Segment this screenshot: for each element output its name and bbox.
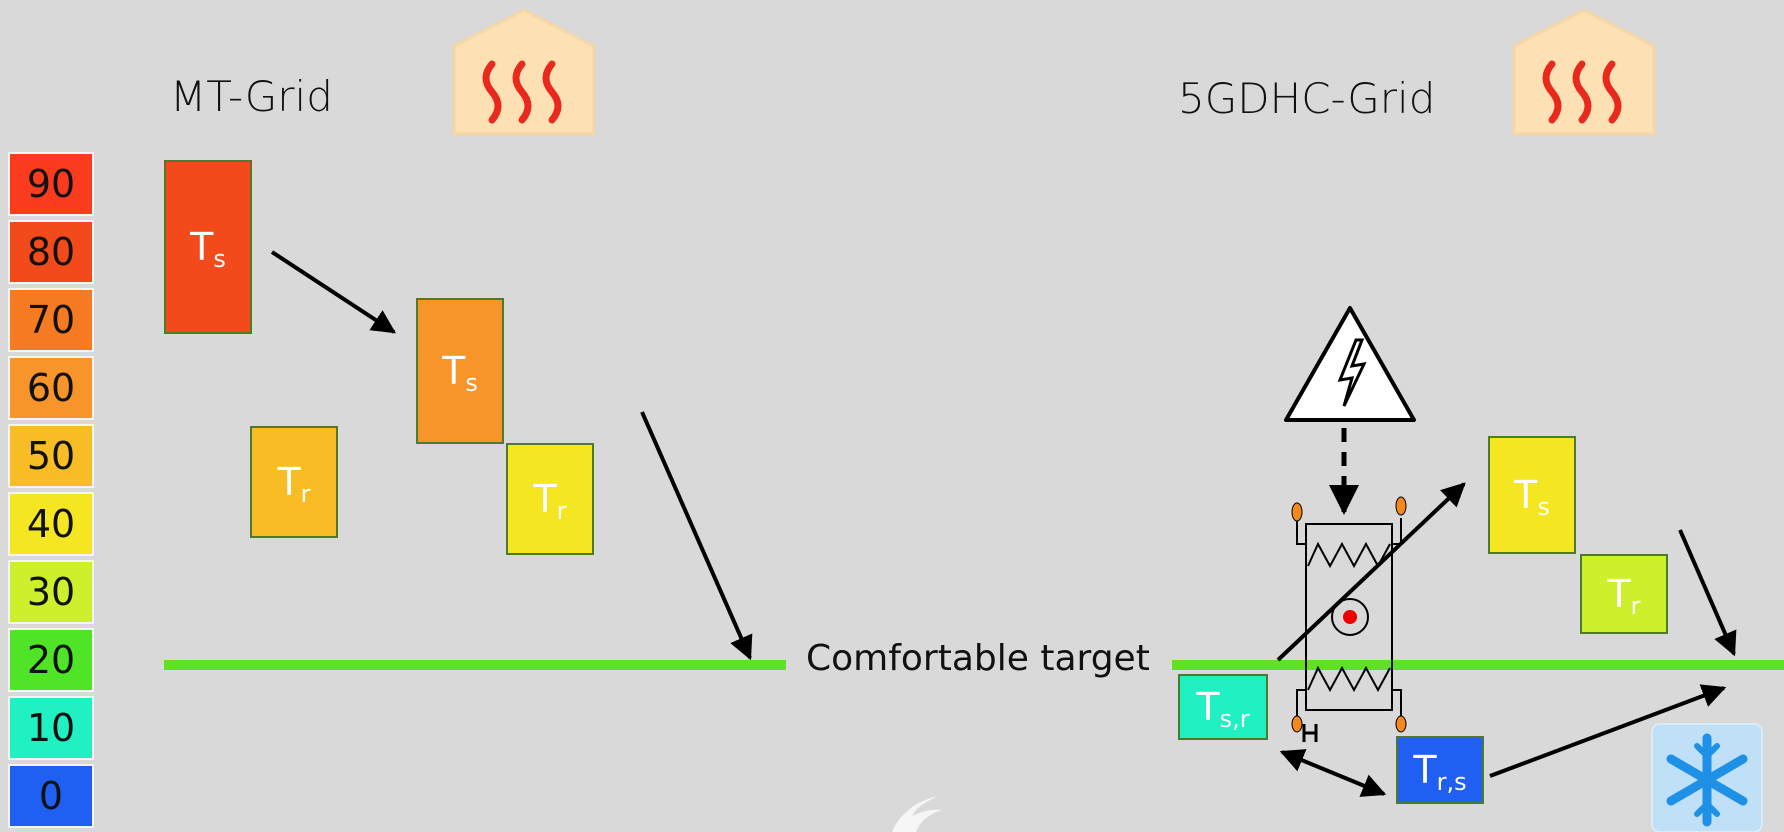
heat-pump-icon <box>1291 496 1407 742</box>
scale-cell-60: 60 <box>8 356 94 420</box>
box-main-label: T <box>190 225 214 269</box>
flow-arrow <box>1276 482 1466 662</box>
house-heat-icon <box>1512 8 1656 136</box>
box-sub-label: r <box>556 497 567 525</box>
mt-grid-title: MT-Grid <box>170 72 333 121</box>
box-main-label: T <box>1514 473 1538 517</box>
target-line-left <box>164 660 786 670</box>
scale-label: 80 <box>26 230 76 274</box>
temperature-scale: 90 80 70 60 50 40 30 20 10 0 <box>8 152 94 832</box>
flow-arrow <box>1678 529 1737 657</box>
scale-label: 40 <box>26 502 76 546</box>
box-main-label: T <box>1196 685 1220 729</box>
high-voltage-icon <box>1284 306 1416 422</box>
scale-cell-20: 20 <box>8 628 94 692</box>
flow-arrow <box>270 250 397 334</box>
box-sub-label: r <box>1630 592 1641 620</box>
box-main-label: T <box>533 477 557 521</box>
flow-arrow <box>640 411 753 661</box>
scale-cell-70: 70 <box>8 288 94 352</box>
box-main-label: T <box>442 349 466 393</box>
box-sub-label: r,s <box>1436 768 1467 796</box>
scale-label: 90 <box>26 162 76 206</box>
scale-cell-40: 40 <box>8 492 94 556</box>
scale-cell-10: 10 <box>8 696 94 760</box>
box-sub-label: s <box>213 245 226 273</box>
scale-label: 0 <box>38 774 64 818</box>
scale-cell-30: 30 <box>8 560 94 624</box>
scale-label: 20 <box>26 638 76 682</box>
scale-cell-90: 90 <box>8 152 94 216</box>
logo-watermark <box>892 796 942 832</box>
box-main-label: T <box>277 460 301 504</box>
snowflake-icon <box>1651 723 1763 832</box>
box-main-label: T <box>1413 748 1437 792</box>
house-heat-icon <box>452 8 596 136</box>
scale-label: 50 <box>26 434 76 478</box>
scale-label: 60 <box>26 366 76 410</box>
box-sub-label: s,r <box>1219 705 1250 733</box>
comfortable-target-label: Comfortable target <box>806 638 1150 679</box>
scale-label: 10 <box>26 706 76 750</box>
box-sub-label: s <box>465 369 478 397</box>
box-sub-label: s <box>1537 493 1550 521</box>
box-sub-label: r <box>300 480 311 508</box>
flow-arrow <box>1489 684 1727 778</box>
box-main-label: T <box>1607 572 1631 616</box>
scale-label: 70 <box>26 298 76 342</box>
bidirectional-flow-arrow <box>1279 749 1387 797</box>
scale-cell-0: 0 <box>8 764 94 828</box>
scale-cell-80: 80 <box>8 220 94 284</box>
scale-label: 30 <box>26 570 76 614</box>
5gdhc-grid-title: 5GDHC-Grid <box>1178 74 1436 123</box>
target-line-right <box>1172 660 1784 670</box>
scale-cell-50: 50 <box>8 424 94 488</box>
